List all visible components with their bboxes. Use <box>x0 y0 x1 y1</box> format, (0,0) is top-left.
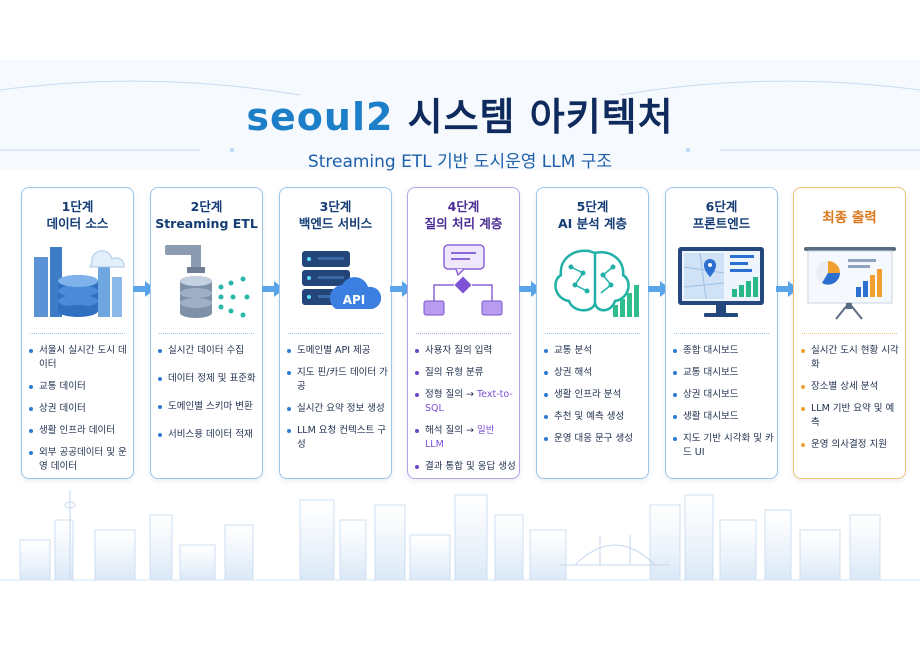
ai-brain-icon <box>554 249 639 317</box>
list-item: 생활 인프라 데이터 <box>28 424 130 438</box>
list-item: 지도 기반 시각화 및 카드 UI <box>672 432 774 460</box>
list-item: 장소별 상세 분석 <box>800 380 902 394</box>
query-flowchart-icon <box>423 244 503 316</box>
divider <box>159 333 254 334</box>
stage-name: Streaming ETL <box>155 216 258 231</box>
list-item: 질의 유형 분류 <box>414 366 516 380</box>
divider <box>674 333 769 334</box>
list-item: 실시간 요약 정보 생성 <box>286 402 388 416</box>
list-item: 도메인별 스키마 변환 <box>157 400 259 414</box>
stage-title: 5단계 AI 분석 계층 <box>537 198 648 232</box>
stage-name: 최종 출력 <box>822 210 877 226</box>
divider <box>288 333 383 334</box>
stage-items: 사용자 질의 입력 질의 유형 분류 정형 질의 → Text-to-SQL 해… <box>414 344 516 482</box>
list-item: 사용자 질의 입력 <box>414 344 516 358</box>
stage-step: 3단계 <box>319 199 352 214</box>
stage-step: 4단계 <box>447 199 480 214</box>
list-item: 운영 대응 문구 생성 <box>543 432 645 446</box>
pipeline-database-icon <box>165 245 250 318</box>
api-badge: API <box>343 293 366 307</box>
stage-title: 2단계 Streaming ETL <box>151 198 262 232</box>
stage-step: 6단계 <box>705 199 738 214</box>
stage-card-1: 1단계 데이터 소스 서울시 실시간 도시 데이터 교통 데이터 상권 데이터 … <box>21 187 134 479</box>
arrow-right-icon <box>133 281 155 297</box>
monitor-map-icon <box>678 247 764 317</box>
item-highlight: Text-to-SQL <box>425 389 513 414</box>
list-item: 종합 대시보드 <box>672 344 774 358</box>
stage-step: 2단계 <box>190 199 223 214</box>
list-item: 교통 분석 <box>543 344 645 358</box>
list-item: 교통 데이터 <box>28 380 130 394</box>
arrow-right-icon <box>390 281 412 297</box>
divider <box>30 333 125 334</box>
database-city-icon <box>34 247 125 317</box>
stage-name: AI 분석 계층 <box>557 216 628 231</box>
list-item: 서울시 실시간 도시 데이터 <box>28 344 130 372</box>
stage-title: 최종 출력 <box>794 210 905 227</box>
stage-title: 4단계 질의 처리 계층 <box>408 198 519 232</box>
stage-items: 종합 대시보드 교통 대시보드 상권 대시보드 생활 대시보드 지도 기반 시각… <box>672 344 774 468</box>
divider <box>416 333 511 334</box>
list-item: 상권 해석 <box>543 366 645 380</box>
stage-step: 5단계 <box>576 199 609 214</box>
stage-name: 질의 처리 계층 <box>424 216 503 231</box>
stage-step: 1단계 <box>61 199 94 214</box>
stage-items: 서울시 실시간 도시 데이터 교통 데이터 상권 데이터 생활 인프라 데이터 … <box>28 344 130 482</box>
arrow-right-icon <box>262 281 284 297</box>
list-item: 추천 및 예측 생성 <box>543 410 645 424</box>
item-prefix: 정형 질의 → <box>425 389 477 400</box>
arrow-right-icon <box>776 281 798 297</box>
list-item: 도메인별 API 제공 <box>286 344 388 358</box>
page-title: seoul2 시스템 아키텍처 <box>0 86 920 141</box>
list-item: 해석 질의 → 일반 LLM <box>414 424 516 452</box>
arrow-right-icon <box>519 281 541 297</box>
stage-name: 프론트엔드 <box>692 216 751 231</box>
title-rest: 시스템 아키텍처 <box>407 95 674 139</box>
presentation-board-icon <box>804 247 896 320</box>
stage-card-4: 4단계 질의 처리 계층 사용자 질의 입력 질의 유형 분류 정형 질의 → … <box>407 187 520 479</box>
list-item: 교통 대시보드 <box>672 366 774 380</box>
list-item: 운영 의사결정 지원 <box>800 438 902 452</box>
stage-items: 실시간 도시 현황 시각화 장소별 상세 분석 LLM 기반 요약 및 예측 운… <box>800 344 902 460</box>
stage-name: 백엔드 서비스 <box>298 216 373 231</box>
item-prefix: 해석 질의 → <box>425 425 477 436</box>
stage-card-5: 5단계 AI 분석 계층 교통 분석 상권 해석 생활 인프라 분석 추천 및 … <box>536 187 649 479</box>
list-item: 지도 핀/카드 데이터 가공 <box>286 366 388 394</box>
stage-card-6: 6단계 프론트엔드 종합 대시보드 교통 대시보드 상권 대시보드 생활 대시보… <box>665 187 778 479</box>
list-item: LLM 기반 요약 및 예측 <box>800 402 902 430</box>
stage-title: 3단계 백엔드 서비스 <box>280 198 391 232</box>
list-item: 실시간 데이터 수집 <box>157 344 259 358</box>
stage-title: 6단계 프론트엔드 <box>666 198 777 232</box>
item-highlight: 일반 LLM <box>425 425 495 450</box>
divider <box>802 333 897 334</box>
page-subtitle: Streaming ETL 기반 도시운영 LLM 구조 <box>307 152 613 172</box>
divider <box>545 333 640 334</box>
list-item: 생활 인프라 분석 <box>543 388 645 402</box>
stage-items: 교통 분석 상권 해석 생활 인프라 분석 추천 및 예측 생성 운영 대응 문… <box>543 344 645 454</box>
list-item: 생활 대시보드 <box>672 410 774 424</box>
stage-card-3: 3단계 백엔드 서비스 API 도메인별 API 제공 지도 핀/카드 데이터 … <box>279 187 392 479</box>
server-api-icon: API <box>302 251 382 309</box>
stage-items: 도메인별 API 제공 지도 핀/카드 데이터 가공 실시간 요약 정보 생성 … <box>286 344 388 460</box>
stage-items: 실시간 데이터 수집 데이터 정제 및 표준화 도메인별 스키마 변환 서비스용… <box>157 344 259 450</box>
list-item: LLM 요청 컨텍스트 구성 <box>286 424 388 452</box>
title-brand: seoul2 <box>246 95 394 139</box>
list-item: 실시간 도시 현황 시각화 <box>800 344 902 372</box>
stage-title: 1단계 데이터 소스 <box>22 198 133 232</box>
list-item: 서비스용 데이터 적재 <box>157 428 259 442</box>
list-item: 상권 대시보드 <box>672 388 774 402</box>
final-output-card: 최종 출력 실시간 도시 현황 시각화 장소별 상세 분석 LLM 기반 요약 … <box>793 187 906 479</box>
stage-name: 데이터 소스 <box>46 216 109 231</box>
list-item: 정형 질의 → Text-to-SQL <box>414 388 516 416</box>
stage-card-2: 2단계 Streaming ETL 실시간 데이터 수집 데이터 정제 및 표준… <box>150 187 263 479</box>
list-item: 결과 통합 및 응답 생성 <box>414 460 516 474</box>
list-item: 데이터 정제 및 표준화 <box>157 372 259 386</box>
list-item: 외부 공공데이터 및 운영 데이터 <box>28 446 130 474</box>
list-item: 상권 데이터 <box>28 402 130 416</box>
arrow-right-icon <box>648 281 670 297</box>
